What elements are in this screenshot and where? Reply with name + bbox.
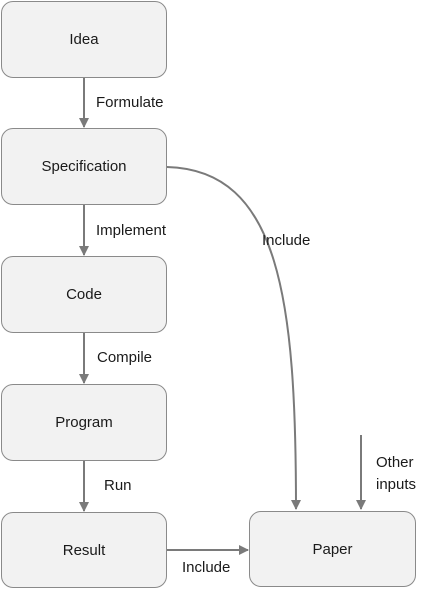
label-compile: Compile xyxy=(97,349,153,366)
node-specification: Specification xyxy=(1,128,167,205)
node-paper: Paper xyxy=(249,511,416,587)
label-other-inputs-line2: inputs xyxy=(376,476,417,493)
label-other-inputs-line1: Other xyxy=(376,454,414,471)
node-code: Code xyxy=(1,256,167,333)
node-idea: Idea xyxy=(1,1,167,78)
label-include-result: Include xyxy=(182,559,231,576)
edge-include-spec-arrow xyxy=(166,166,301,510)
label-run: Run xyxy=(104,477,132,494)
label-include-spec: Include xyxy=(262,232,311,249)
label-formulate: Formulate xyxy=(96,94,164,111)
node-program: Program xyxy=(1,384,167,461)
label-implement: Implement xyxy=(96,222,167,239)
node-result: Result xyxy=(1,512,167,588)
